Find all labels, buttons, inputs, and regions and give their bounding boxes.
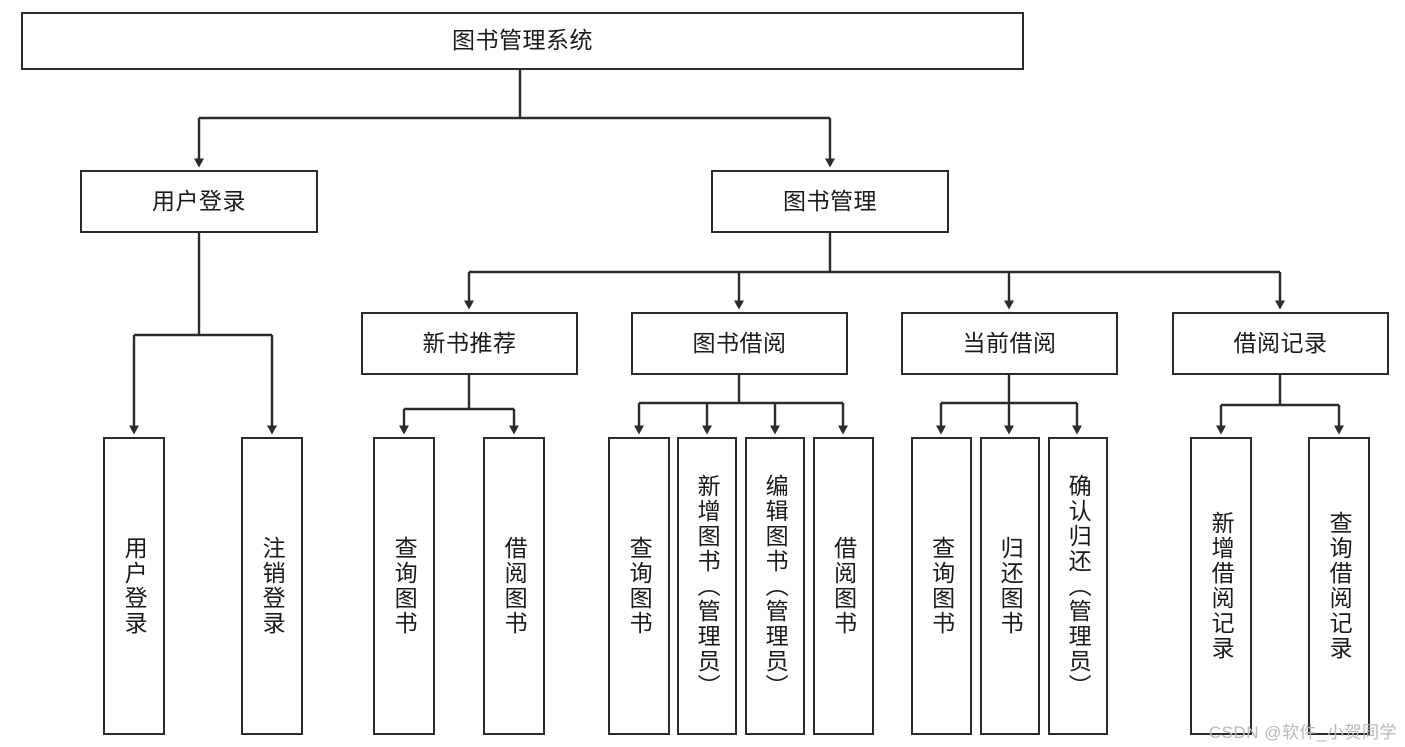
node-borrow-record-label: 借阅记录 — [1233, 329, 1328, 356]
node-leaf-query-book-3-label: 查询图书 — [928, 536, 955, 636]
watermark: CSDN @软件_小贺同学 — [1208, 723, 1397, 742]
node-leaf-edit-book[interactable]: 编辑图书（管理员） — [745, 437, 805, 735]
node-root[interactable]: 图书管理系统 — [21, 12, 1024, 70]
node-borrow-record[interactable]: 借阅记录 — [1172, 312, 1389, 375]
node-leaf-add-record-label: 新增借阅记录 — [1208, 511, 1235, 661]
node-leaf-query-book-2[interactable]: 查询图书 — [608, 437, 670, 735]
node-user-login-label: 用户登录 — [152, 187, 246, 214]
node-leaf-add-book-label: 新增图书（管理员） — [694, 473, 721, 699]
node-leaf-logout-login[interactable]: 注销登录 — [241, 437, 303, 735]
node-leaf-add-book[interactable]: 新增图书（管理员） — [677, 437, 737, 735]
node-leaf-add-record[interactable]: 新增借阅记录 — [1190, 437, 1252, 735]
node-leaf-borrow-book-2[interactable]: 借阅图书 — [813, 437, 874, 735]
node-leaf-confirm-return-label: 确认归还（管理员） — [1065, 473, 1092, 699]
node-leaf-confirm-return[interactable]: 确认归还（管理员） — [1048, 437, 1108, 735]
node-leaf-logout-login-label: 注销登录 — [259, 536, 286, 636]
node-leaf-borrow-book-1-label: 借阅图书 — [501, 536, 528, 636]
node-new-book-rec[interactable]: 新书推荐 — [361, 312, 578, 375]
node-leaf-edit-book-label: 编辑图书（管理员） — [762, 473, 789, 699]
node-book-borrow[interactable]: 图书借阅 — [631, 312, 848, 375]
node-new-book-rec-label: 新书推荐 — [422, 329, 517, 356]
node-leaf-return-book-label: 归还图书 — [997, 536, 1024, 636]
node-user-login[interactable]: 用户登录 — [80, 170, 318, 233]
node-leaf-query-book-1[interactable]: 查询图书 — [373, 437, 435, 735]
node-leaf-return-book[interactable]: 归还图书 — [980, 437, 1040, 735]
node-current-borrow-label: 当前借阅 — [962, 329, 1057, 356]
node-leaf-query-book-2-label: 查询图书 — [626, 536, 653, 636]
node-book-manage-label: 图书管理 — [783, 187, 877, 214]
node-book-manage[interactable]: 图书管理 — [711, 170, 949, 233]
node-leaf-user-login-label: 用户登录 — [121, 536, 148, 636]
node-leaf-query-record-label: 查询借阅记录 — [1326, 511, 1353, 661]
node-leaf-user-login[interactable]: 用户登录 — [103, 437, 165, 735]
node-leaf-query-book-3[interactable]: 查询图书 — [911, 437, 972, 735]
node-leaf-query-record[interactable]: 查询借阅记录 — [1308, 437, 1370, 735]
node-leaf-query-book-1-label: 查询图书 — [391, 536, 418, 636]
node-root-label: 图书管理系统 — [452, 27, 593, 54]
node-leaf-borrow-book-2-label: 借阅图书 — [830, 536, 857, 636]
node-current-borrow[interactable]: 当前借阅 — [901, 312, 1118, 375]
node-leaf-borrow-book-1[interactable]: 借阅图书 — [483, 437, 545, 735]
node-book-borrow-label: 图书借阅 — [692, 329, 787, 356]
